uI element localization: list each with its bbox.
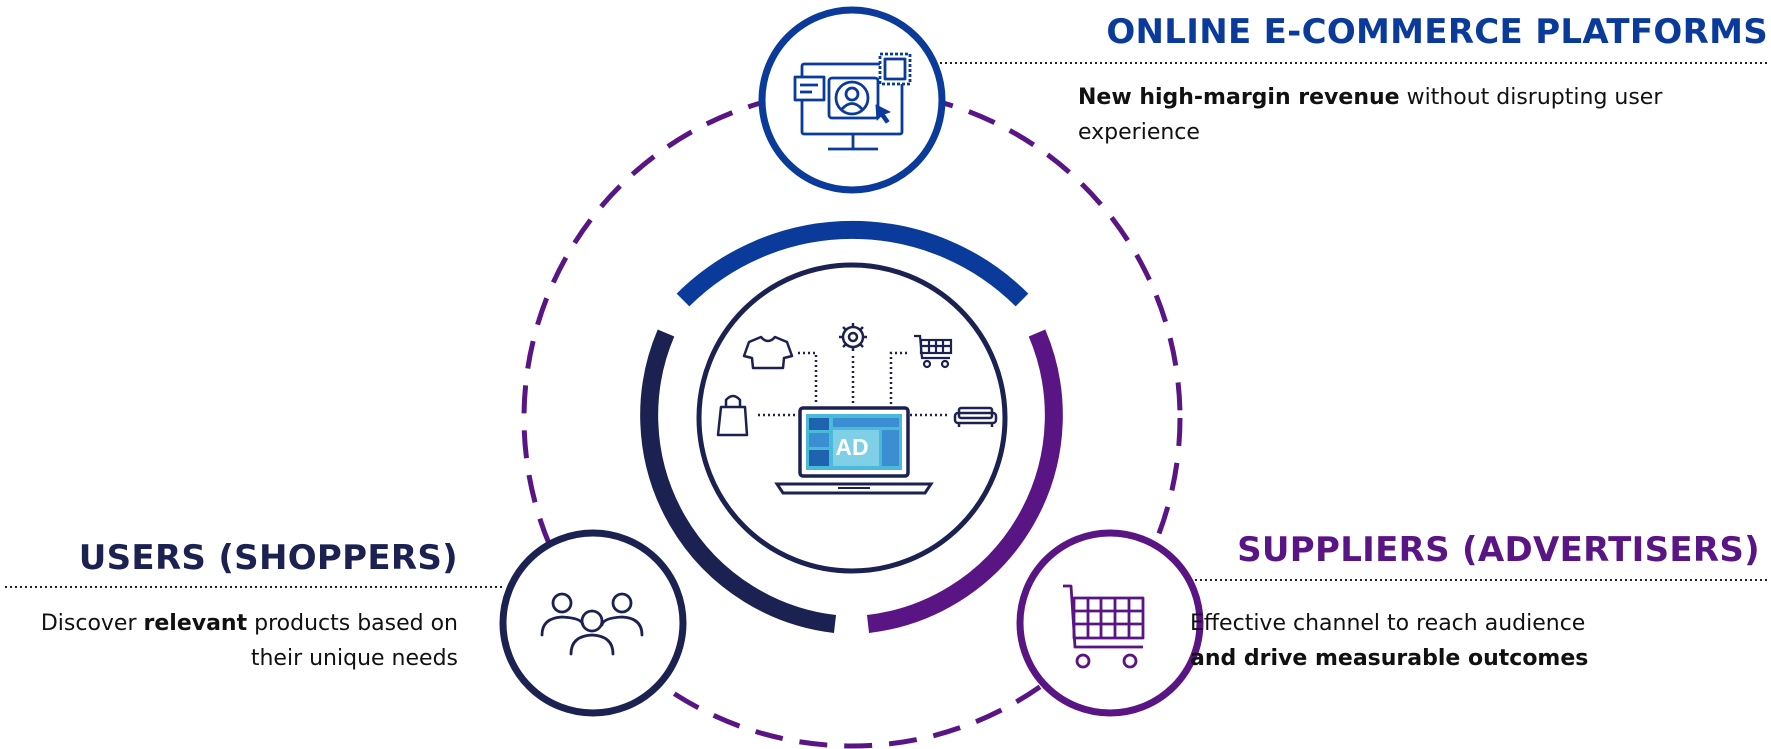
users-desc-bold: relevant	[143, 611, 248, 636]
sofa-icon	[953, 406, 998, 427]
suppliers-title: SUPPLIERS (ADVERTISERS)	[1237, 530, 1760, 570]
gear-icon	[839, 323, 867, 351]
tshirt-icon	[742, 335, 794, 370]
center-connectors	[758, 351, 948, 417]
people-group-icon	[540, 592, 644, 656]
ad-label: AD	[835, 434, 868, 460]
laptop-icon	[774, 406, 934, 495]
suppliers-desc-bold: and drive measurable outcomes	[1190, 646, 1589, 671]
users-description: Discover relevant products based on thei…	[20, 606, 458, 676]
users-desc-pre: Discover	[40, 611, 144, 636]
users-desc-post: products based on their unique needs	[247, 611, 458, 671]
ecommerce-text-block: ONLINE E-COMMERCE PLATFORMS New high-mar…	[1078, 12, 1768, 150]
monitor-user-icon	[793, 52, 912, 151]
cart-small-icon	[914, 334, 953, 369]
suppliers-text-block: SUPPLIERS (ADVERTISERS) Effective channe…	[1190, 530, 1760, 676]
ecommerce-desc-rest: without disrupting user experience	[1078, 85, 1663, 145]
users-text-block: USERS (SHOPPERS) Discover relevant produ…	[20, 538, 458, 676]
users-title: USERS (SHOPPERS)	[78, 538, 458, 578]
users-arc	[640, 329, 837, 633]
shopping-cart-icon	[1063, 584, 1145, 669]
suppliers-description: Effective channel to reach audience and d…	[1190, 606, 1760, 676]
ecommerce-description: New high-margin revenue without disrupti…	[1078, 80, 1768, 150]
ecommerce-title: ONLINE E-COMMERCE PLATFORMS	[1106, 12, 1768, 52]
ecommerce-arc	[676, 220, 1029, 307]
users-node	[499, 529, 687, 717]
suppliers-desc-plain: Effective channel to reach audience	[1190, 611, 1586, 636]
ecommerce-desc-bold: New high-margin revenue	[1078, 85, 1400, 110]
suppliers-arc	[866, 329, 1063, 633]
shopping-bag-icon	[716, 394, 749, 437]
